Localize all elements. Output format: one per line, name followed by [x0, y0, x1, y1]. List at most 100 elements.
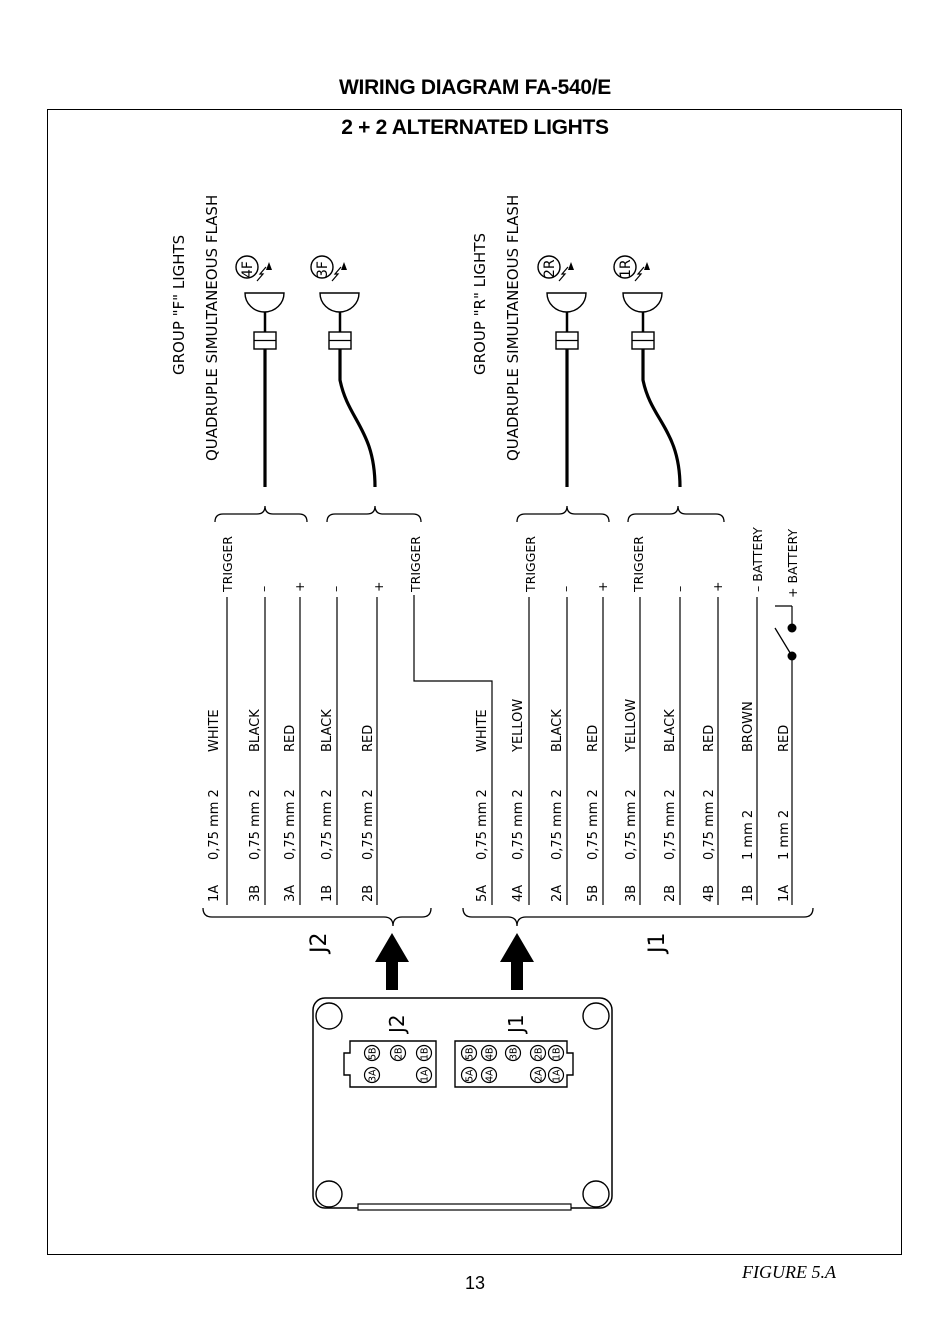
arrow-j2 — [375, 933, 409, 990]
wire-pin: 1B — [741, 885, 756, 902]
wire-color: RED — [702, 725, 717, 752]
wire-pin: 1A — [207, 885, 222, 902]
lamp-group: 4F 3F 2R 1R — [235, 255, 682, 488]
wire-spec: 1 mm 2 — [777, 810, 792, 860]
terminal-label-minus: – — [672, 586, 687, 592]
connector-pin: 4B — [480, 1044, 498, 1062]
terminal-label-trigger: TRIGGER — [523, 536, 538, 593]
terminal-label-minus-battery: – BATTERY — [750, 527, 765, 592]
wire-color: RED — [586, 725, 601, 752]
wire-lines — [226, 595, 793, 905]
wire-color: WHITE — [207, 709, 222, 752]
wire-pin: 1A — [777, 885, 792, 902]
connector-pin: 5A — [460, 1066, 478, 1084]
wire-pin: 4A — [511, 885, 526, 902]
pin-label: 3A — [368, 1069, 379, 1082]
wire-spec: 0,75 mm 2 — [248, 789, 263, 860]
group-r-line1: GROUP "R" LIGHTS — [471, 233, 489, 375]
wire-label: 1B 1 mm 2 BROWN — [741, 701, 756, 902]
lamp-id: 1R — [618, 259, 634, 278]
wire-label: 4A 0,75 mm 2 YELLOW — [511, 699, 526, 902]
wire-color: YELLOW — [624, 699, 639, 753]
wire-color: RED — [777, 725, 792, 752]
wire-label: 3A 0,75 mm 2 RED — [283, 725, 298, 902]
lamp-id: 3F — [315, 261, 331, 278]
lamp-3f: 3F — [310, 255, 377, 488]
diagram-frame — [47, 109, 902, 1255]
brace-2r — [516, 505, 610, 523]
wire-spec: 1 mm 2 — [741, 810, 756, 860]
wire-spec: 0,75 mm 2 — [511, 789, 526, 860]
connector-pin: 4A — [480, 1066, 498, 1084]
pin-label: 4B — [485, 1047, 496, 1060]
terminal-label-plus-battery: + BATTERY — [785, 529, 800, 598]
pin-label: 2A — [534, 1069, 545, 1082]
board-j2-label: J2 — [385, 1014, 409, 1035]
wire-spec: 0,75 mm 2 — [283, 789, 298, 860]
pin-label: 4A — [485, 1069, 496, 1082]
mount-hole — [582, 1002, 610, 1030]
j2-brace-label: J2 — [307, 933, 332, 956]
wire-color: BLACK — [248, 709, 263, 752]
wire-pin: 5B — [586, 885, 601, 902]
connector-pin: 1B — [547, 1044, 565, 1062]
wire-spec: 0,75 mm 2 — [624, 789, 639, 860]
wire-pin: 2B — [361, 885, 376, 902]
lamp-braces — [214, 505, 725, 523]
wire-pin: 3B — [248, 885, 263, 902]
diagram-subtitle: 2 + 2 ALTERNATED LIGHTS — [341, 116, 609, 139]
pin-label: 5B — [465, 1047, 476, 1060]
connector-pin: 2A — [529, 1066, 547, 1084]
pin-label: 1B — [420, 1047, 431, 1060]
arrow-j1 — [500, 933, 534, 990]
terminal-label-trigger: TRIGGER — [408, 536, 423, 593]
connector-pin: 2B — [389, 1044, 407, 1062]
pin-label: 3B — [509, 1047, 520, 1060]
lamp-4f: 4F — [235, 255, 285, 487]
wire-color: YELLOW — [511, 699, 526, 753]
lamp-id: 2R — [542, 259, 558, 278]
wire-spec: 0,75 mm 2 — [550, 789, 565, 860]
group-f-label: GROUP "F" LIGHTS QUADRUPLE SIMULTANEOUS … — [170, 195, 221, 461]
wire-spec: 0,75 mm 2 — [475, 789, 490, 860]
connector-pin: 5B — [460, 1044, 478, 1062]
connector-pin: 5B — [363, 1044, 381, 1062]
wire-color: WHITE — [475, 709, 490, 752]
connector-pin: 3A — [363, 1066, 381, 1084]
mount-hole — [582, 1180, 610, 1208]
pin-label: 5B — [368, 1047, 379, 1060]
wire-color: BROWN — [741, 701, 756, 752]
terminal-label-plus: + — [595, 582, 610, 592]
terminal-label-minus: – — [558, 586, 573, 592]
diagram-title: WIRING DIAGRAM FA-540/E — [339, 76, 611, 99]
group-f-line1: GROUP "F" LIGHTS — [170, 235, 188, 375]
group-r-line2: QUADRUPLE SIMULTANEOUS FLASH — [504, 195, 522, 461]
brace-j1 — [462, 907, 814, 927]
wire-spec: 0,75 mm 2 — [320, 789, 335, 860]
j1-brace-label: J1 — [645, 933, 670, 956]
wire-spec: 0,75 mm 2 — [361, 789, 376, 860]
brace-3f — [326, 505, 422, 523]
wire-color: BLACK — [550, 709, 565, 752]
terminal-label-trigger: TRIGGER — [631, 536, 646, 593]
terminal-label-plus: + — [292, 582, 307, 592]
wire-pin: 2B — [663, 885, 678, 902]
wire-pin: 2A — [550, 885, 565, 902]
pin-label: 1A — [420, 1069, 431, 1082]
wire-color: RED — [283, 725, 298, 752]
connector-pin: 1A — [547, 1066, 565, 1084]
wire-spec: 0,75 mm 2 — [663, 789, 678, 860]
group-r-label: GROUP "R" LIGHTS QUADRUPLE SIMULTANEOUS … — [471, 195, 522, 461]
arrows — [375, 933, 534, 990]
board-j1-label: J1 — [504, 1014, 528, 1035]
wire-pin: 3A — [283, 885, 298, 902]
wire-color: BLACK — [663, 709, 678, 752]
terminal-label-trigger: TRIGGER — [220, 536, 235, 593]
